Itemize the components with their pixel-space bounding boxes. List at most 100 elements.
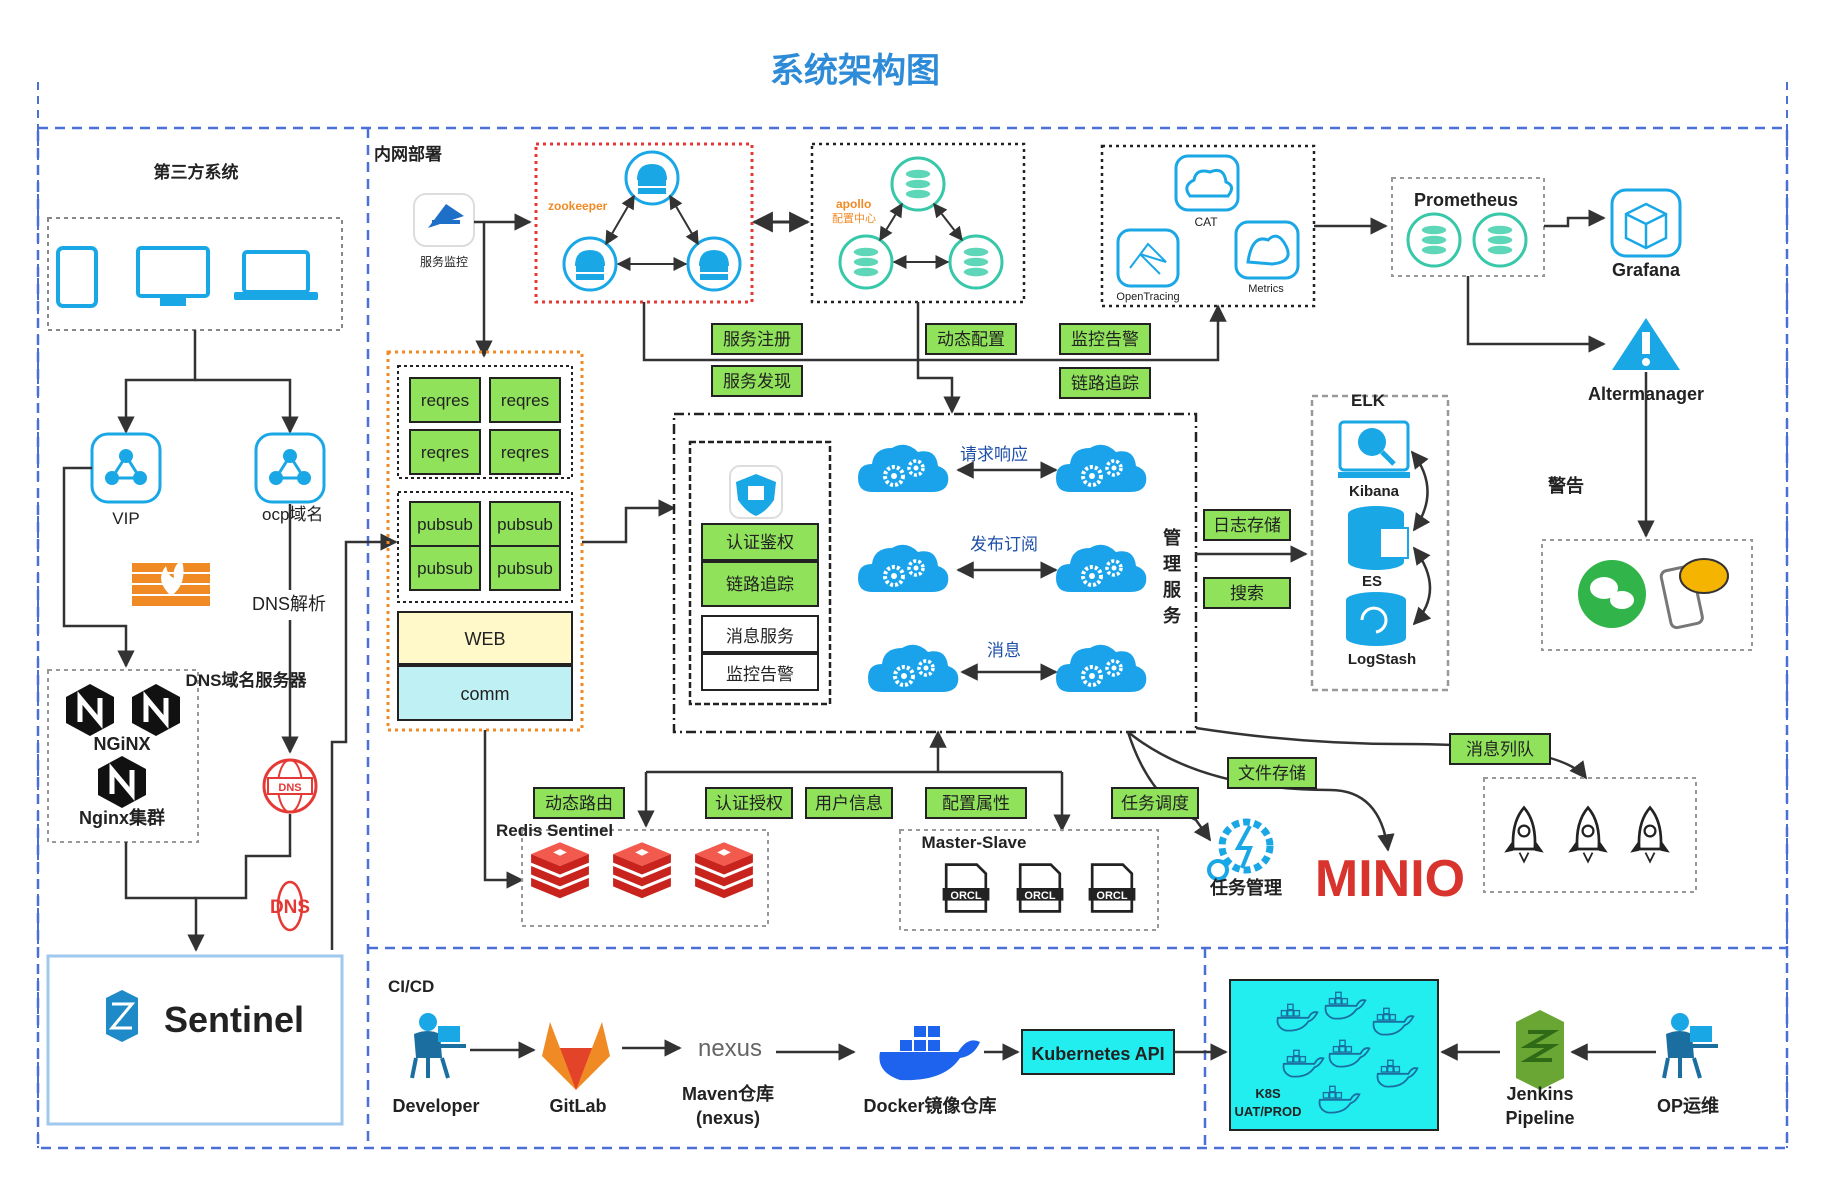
reqres-cell-text: reqres	[421, 391, 469, 410]
label-monitor-alert: 监控告警	[1059, 323, 1151, 355]
cloud-gear-3	[856, 542, 951, 594]
reqres-cell-1: reqres	[409, 377, 481, 423]
docker-icon	[879, 1026, 980, 1081]
altermanager-icon	[1612, 318, 1680, 370]
comm-label: comm	[461, 684, 510, 704]
es-icon	[1348, 506, 1409, 570]
core-auth-text: 认证鉴权	[726, 533, 794, 552]
elk-es-logstash	[1412, 546, 1432, 626]
label-dynamic-route-bg	[533, 787, 625, 819]
core-auth-bg	[701, 523, 819, 561]
nginx-box	[47, 669, 199, 843]
devices-to-split	[117, 330, 197, 434]
apollo-sub-label: 配置中心	[832, 212, 876, 225]
apollo-node-left	[838, 234, 894, 290]
cloud-gear-2	[1054, 442, 1149, 494]
comm-box	[397, 665, 573, 721]
label-config-attr: 配置属性	[925, 787, 1027, 819]
sentinel-logo-icon	[106, 990, 138, 1042]
orcl-shape	[1015, 863, 1065, 913]
reqres-cell-text: reqres	[501, 443, 549, 462]
nginx-to-sentinel	[124, 842, 196, 900]
service-monitor-icon	[413, 193, 475, 247]
cloud-gear-6	[1054, 642, 1149, 694]
redis-icon-3	[695, 842, 753, 899]
orcl-shape	[1087, 863, 1137, 913]
mq-box	[1483, 777, 1697, 893]
apollo-link-2	[933, 202, 963, 242]
apollo-to-core	[916, 302, 961, 414]
pubsub-cell-text: pubsub	[497, 559, 553, 578]
label-user-info: 用户信息	[805, 787, 893, 819]
nginx-cluster-label: Nginx集群	[79, 807, 165, 828]
core-trace-bg	[701, 561, 819, 607]
grafana-label: Grafana	[1612, 260, 1681, 280]
task-manager-icon	[1207, 818, 1274, 881]
label-log-store-text: 日志存储	[1213, 516, 1281, 535]
phone-message-icon	[1659, 558, 1729, 630]
cat-icon	[1174, 154, 1240, 212]
core-trace: 链路追踪	[701, 561, 819, 607]
ocp-domain-icon	[254, 432, 326, 504]
reqres-cell-bg	[409, 429, 481, 475]
devices-box	[47, 217, 343, 331]
prometheus-node-1	[1406, 212, 1462, 268]
svg-text:务: 务	[1163, 605, 1182, 626]
section-intranet: 内网部署	[374, 144, 442, 164]
service-monitor-label: 服务监控	[420, 254, 468, 269]
pubsub-group	[397, 491, 573, 603]
pubsub-cell-bg	[489, 545, 561, 591]
vip-icon	[90, 432, 162, 504]
maven-sub-label: (nexus)	[696, 1108, 760, 1128]
label-dynamic-route: 动态路由	[533, 787, 625, 819]
maven-label: Maven仓库	[682, 1083, 774, 1104]
oracle-db-icon-3: ORCL	[1087, 863, 1137, 913]
label-trace: 链路追踪	[1059, 367, 1151, 399]
cloud-gear-4	[1054, 542, 1149, 594]
svg-text:管: 管	[1163, 527, 1181, 548]
core-monitor-alert: 监控告警	[726, 665, 794, 684]
oracle-db-icon-1: ORCL	[941, 863, 991, 913]
dns-to-sentinel	[187, 814, 292, 952]
redis-box	[521, 829, 769, 927]
wechat-icon	[1578, 560, 1646, 628]
core-to-minio	[1127, 731, 1395, 852]
label-user-info-text: 用户信息	[815, 794, 883, 813]
reqres-cell-4: reqres	[489, 429, 561, 475]
core-left-group	[688, 440, 832, 706]
dns-server-icon: DNS	[262, 758, 318, 814]
devices-icons	[56, 246, 318, 308]
label-task-schedule-bg	[1111, 787, 1199, 819]
zk-node-right	[686, 236, 742, 292]
reqres-cell-bg	[409, 377, 481, 423]
vip-to-nginx	[62, 466, 135, 668]
gitlab-label: GitLab	[550, 1096, 607, 1116]
label-monitor-alert-bg	[1059, 323, 1151, 355]
label-dynamic-config-bg	[925, 323, 1017, 355]
label-service-discovery: 服务发现	[711, 365, 803, 397]
pubsub-cell-1: pubsub	[409, 501, 481, 547]
security-shield-icon	[729, 465, 783, 519]
sentinel-to-stack	[330, 533, 398, 950]
jenkins-sub-label: Pipeline	[1505, 1108, 1574, 1128]
gitlab-icon	[542, 1022, 610, 1090]
vip-label: VIP	[112, 509, 139, 528]
devices-to-ocp	[195, 378, 299, 434]
developer-icon	[410, 1011, 468, 1080]
core-message: 消息	[987, 641, 1021, 660]
dns-icon-text: DNS	[270, 897, 310, 918]
oracle-db-icon-2: ORCL	[1015, 863, 1065, 913]
redis-icon-2	[613, 842, 671, 899]
nexus-logo: nexus	[698, 1035, 762, 1062]
developer-label: Developer	[392, 1096, 479, 1116]
svg-text:服: 服	[1163, 580, 1182, 600]
zk-link-1	[605, 194, 635, 246]
cloud-gear-1	[856, 442, 951, 494]
orcl-text: ORCL	[1096, 890, 1127, 902]
label-file-store-bg	[1227, 757, 1317, 789]
redis-sentinel-label: Redis Sentinel	[496, 821, 613, 840]
zk-node-left	[562, 236, 618, 292]
jenkins-label: Jenkins	[1506, 1084, 1573, 1104]
diagram-title: 系统架构图	[770, 52, 940, 90]
